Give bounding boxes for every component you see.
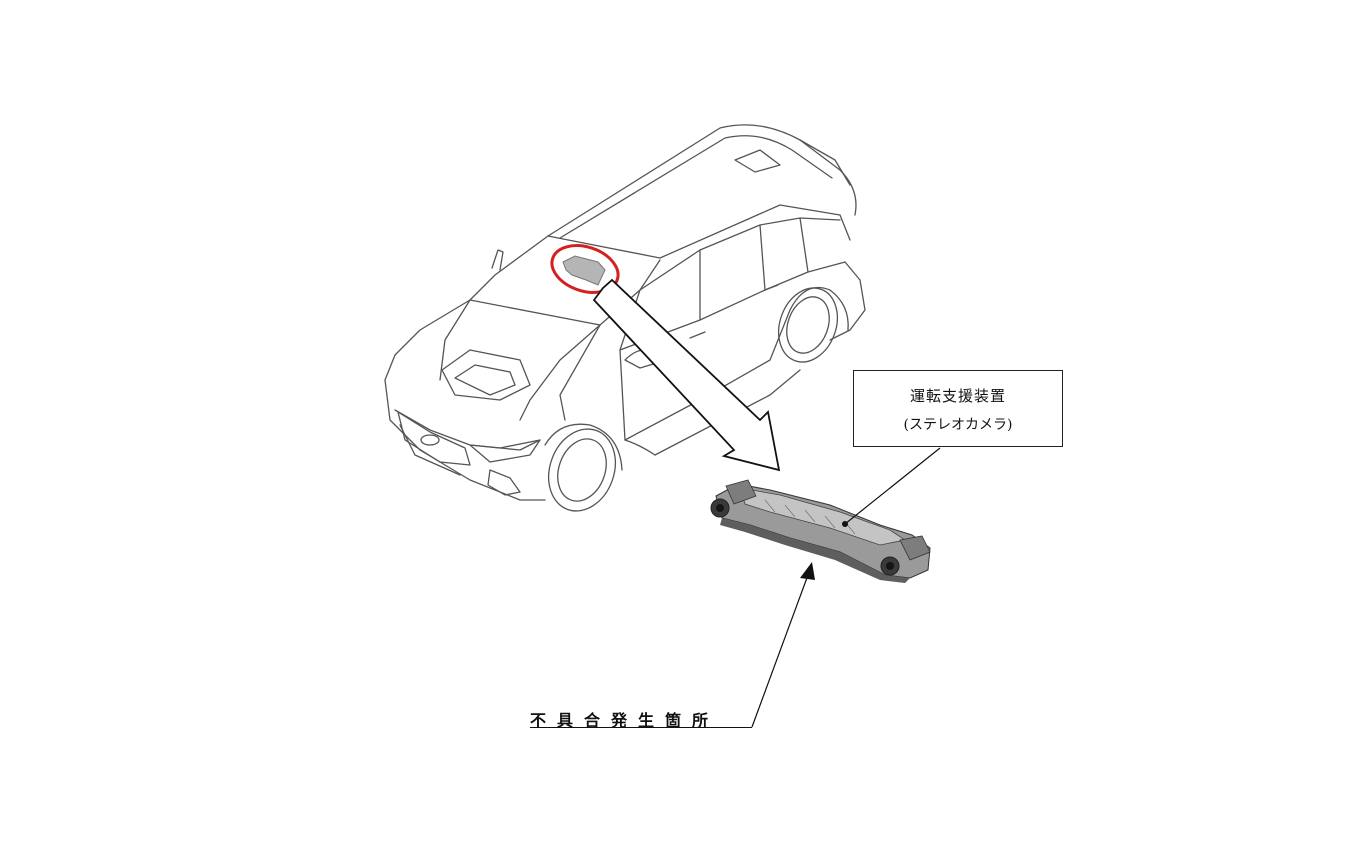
zoom-arrow <box>592 278 781 472</box>
defect-pointer-arrow <box>751 562 815 728</box>
callout-title: 運転支援装置 <box>909 387 1006 405</box>
defect-location-label: 不具合発生箇所 <box>530 711 720 730</box>
callout-leader-line <box>844 447 941 525</box>
callout-subtitle: (ステレオカメラ) <box>903 417 1013 433</box>
stereo-camera-part <box>710 479 931 583</box>
callout-leader-dot <box>842 521 848 527</box>
defect-label-underline <box>530 727 752 728</box>
highlight-ellipse <box>550 244 620 294</box>
callout-box: 運転支援装置 (ステレオカメラ) <box>853 370 1063 447</box>
windshield-camera-marker <box>562 255 606 286</box>
